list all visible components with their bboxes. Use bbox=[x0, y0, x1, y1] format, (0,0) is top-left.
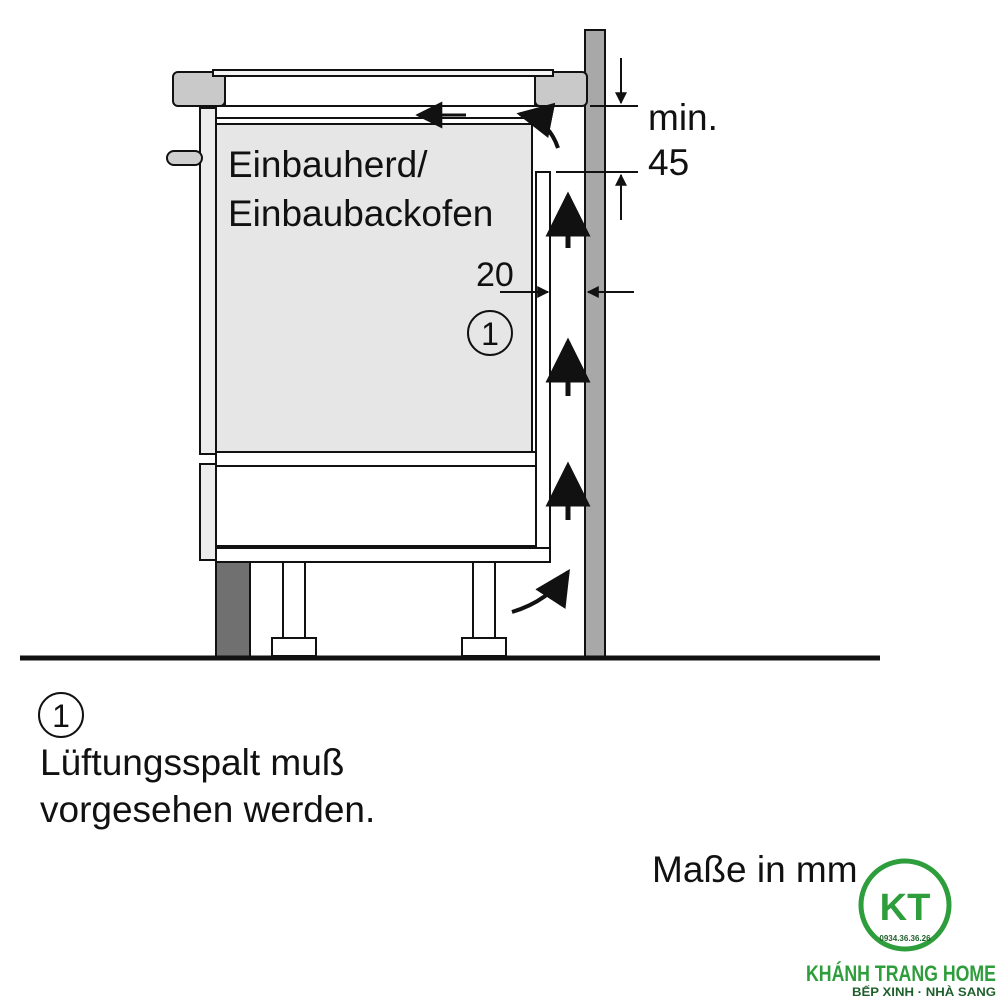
drawer bbox=[215, 465, 537, 547]
appliance-label-line1: Einbauherd/ bbox=[228, 144, 428, 185]
oven-handle bbox=[166, 150, 203, 166]
watermark-brand: KHÁNH TRANG HOME bbox=[806, 961, 996, 986]
legend-text-line1: Lüftungsspalt muß bbox=[40, 742, 344, 783]
legend-text-line2: vorgesehen werden. bbox=[40, 789, 375, 830]
airflow-arrow-inlet bbox=[511, 568, 570, 614]
watermark-logo: KT 0934.36.36.26 KHÁNH TRANG HOME BẾP XI… bbox=[800, 858, 1000, 1000]
callout-number: 1 bbox=[481, 316, 499, 352]
shelf-board bbox=[215, 451, 537, 467]
cabinet-top-board bbox=[199, 105, 551, 119]
appliance-label-line2: Einbaubackofen bbox=[228, 193, 493, 234]
countertop-left bbox=[172, 71, 226, 107]
cabinet-foot-right bbox=[472, 561, 496, 641]
cabinet-foot-right-base bbox=[461, 637, 507, 657]
dim-top-value: 45 bbox=[648, 142, 689, 183]
cabinet-back-panel bbox=[535, 171, 551, 551]
cabinet-foot-left bbox=[282, 561, 306, 641]
drawer-front-panel bbox=[199, 463, 217, 561]
dim-side-value: 20 bbox=[476, 256, 514, 294]
oven-body bbox=[215, 123, 533, 453]
cooktop-body bbox=[224, 75, 536, 107]
units-note: Maße in mm bbox=[652, 849, 858, 890]
cabinet-bottom-board bbox=[215, 547, 551, 563]
dim-top-label: min. bbox=[648, 97, 718, 138]
plinth bbox=[215, 561, 251, 658]
callout-circle bbox=[467, 310, 513, 356]
countertop-right bbox=[534, 71, 588, 107]
wall bbox=[584, 29, 606, 659]
legend-marker-circle bbox=[38, 692, 84, 738]
cabinet-foot-left-base bbox=[271, 637, 317, 657]
airflow-arrow-turn bbox=[516, 102, 560, 149]
watermark-monogram: KT bbox=[880, 887, 931, 929]
watermark-tagline: BẾP XINH · NHÀ SANG bbox=[852, 984, 996, 999]
legend-marker-number: 1 bbox=[52, 698, 70, 734]
watermark-badge bbox=[858, 858, 952, 952]
watermark-phone: 0934.36.36.26 bbox=[879, 934, 931, 943]
